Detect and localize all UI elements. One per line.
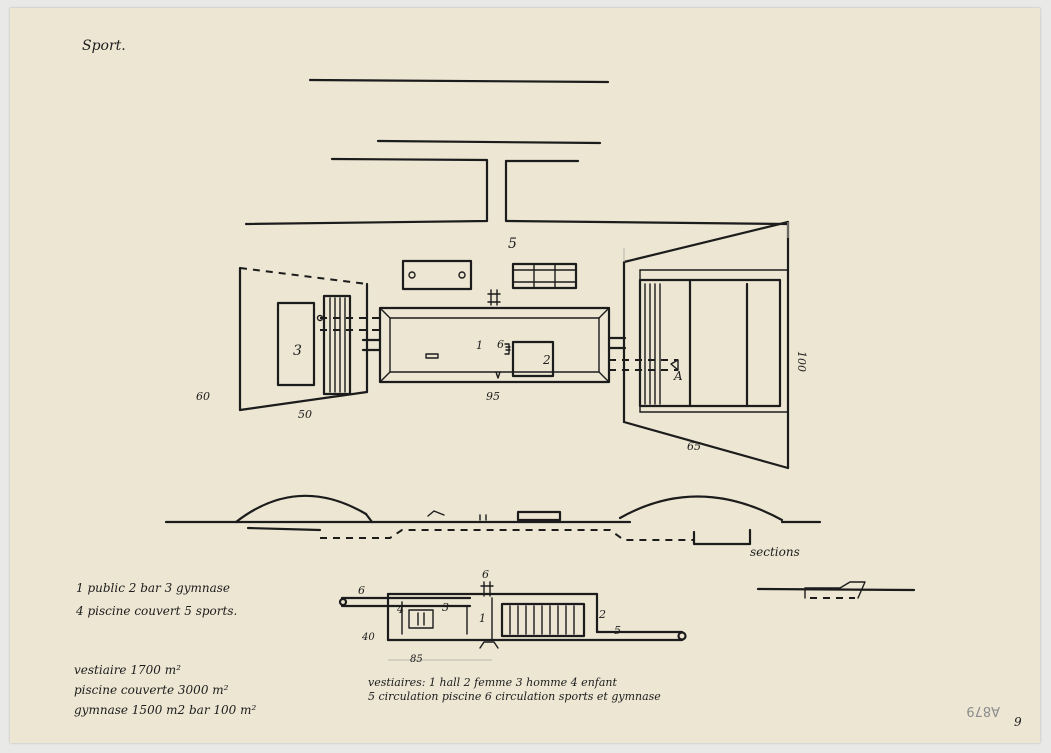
detail-n4: 4 [396, 603, 404, 616]
detail-n1: 1 [479, 612, 486, 625]
small-profile [756, 581, 916, 599]
vestiaire-plan [338, 581, 687, 661]
dim-85: 85 [410, 654, 423, 665]
entrance-figure [487, 289, 501, 306]
page-number: 9 [1014, 715, 1022, 729]
plan-label-stair: 6 [497, 338, 504, 351]
plan-label-public: 1 [476, 339, 483, 352]
detail-n3: 3 [442, 601, 449, 614]
detail-n2: 2 [598, 608, 606, 621]
detail-n6-left: 6 [358, 584, 365, 597]
passage-left [316, 314, 382, 352]
passage-right [607, 336, 678, 371]
dim-40: 40 [361, 632, 375, 643]
dim-left-height: 60 [196, 390, 210, 403]
plan-label-gymnase: 3 [293, 343, 302, 359]
plan-label-piscine: A [673, 369, 683, 383]
section-label: sections [750, 545, 800, 559]
legend-line-2: 4 piscine couvert 5 sports. [75, 604, 237, 618]
archive-stamp: A879 [966, 703, 1000, 718]
dim-right-width: 65 [687, 440, 701, 453]
dim-center-width: 95 [486, 390, 500, 403]
detail-n6-top: 6 [482, 568, 489, 581]
dim-right-height: 100 [795, 351, 808, 372]
gymnase-block [238, 266, 369, 412]
area-line-2: piscine couverte 3000 m² [74, 683, 229, 697]
sheet-title: Sport. [82, 38, 126, 54]
vestiaires-note-1: vestiaires: 1 hall 2 femme 3 homme 4 enf… [368, 676, 617, 689]
sports-field-lines [244, 78, 790, 226]
central-hall [378, 306, 611, 384]
zone-label-sports: 5 [508, 236, 517, 252]
drawing-sheet: Sport. 5 3 60 50 [10, 8, 1040, 743]
legend-line-1: 1 public 2 bar 3 gymnase [76, 581, 230, 595]
pavilion-left [401, 259, 473, 291]
vestiaires-note-2: 5 circulation piscine 6 circulation spor… [368, 690, 661, 703]
plan-label-bar: 2 [542, 353, 551, 367]
dim-left-width: 50 [298, 408, 312, 421]
detail-n5: 5 [614, 624, 621, 637]
piscine-block [622, 220, 790, 470]
area-line-1: vestiaire 1700 m² [74, 663, 181, 677]
pavilion-right [511, 262, 578, 290]
section-drawing [164, 494, 822, 546]
sketch-drawing: Sport. 5 3 60 50 [74, 38, 1022, 729]
area-line-3: gymnase 1500 m2 bar 100 m² [74, 703, 256, 717]
